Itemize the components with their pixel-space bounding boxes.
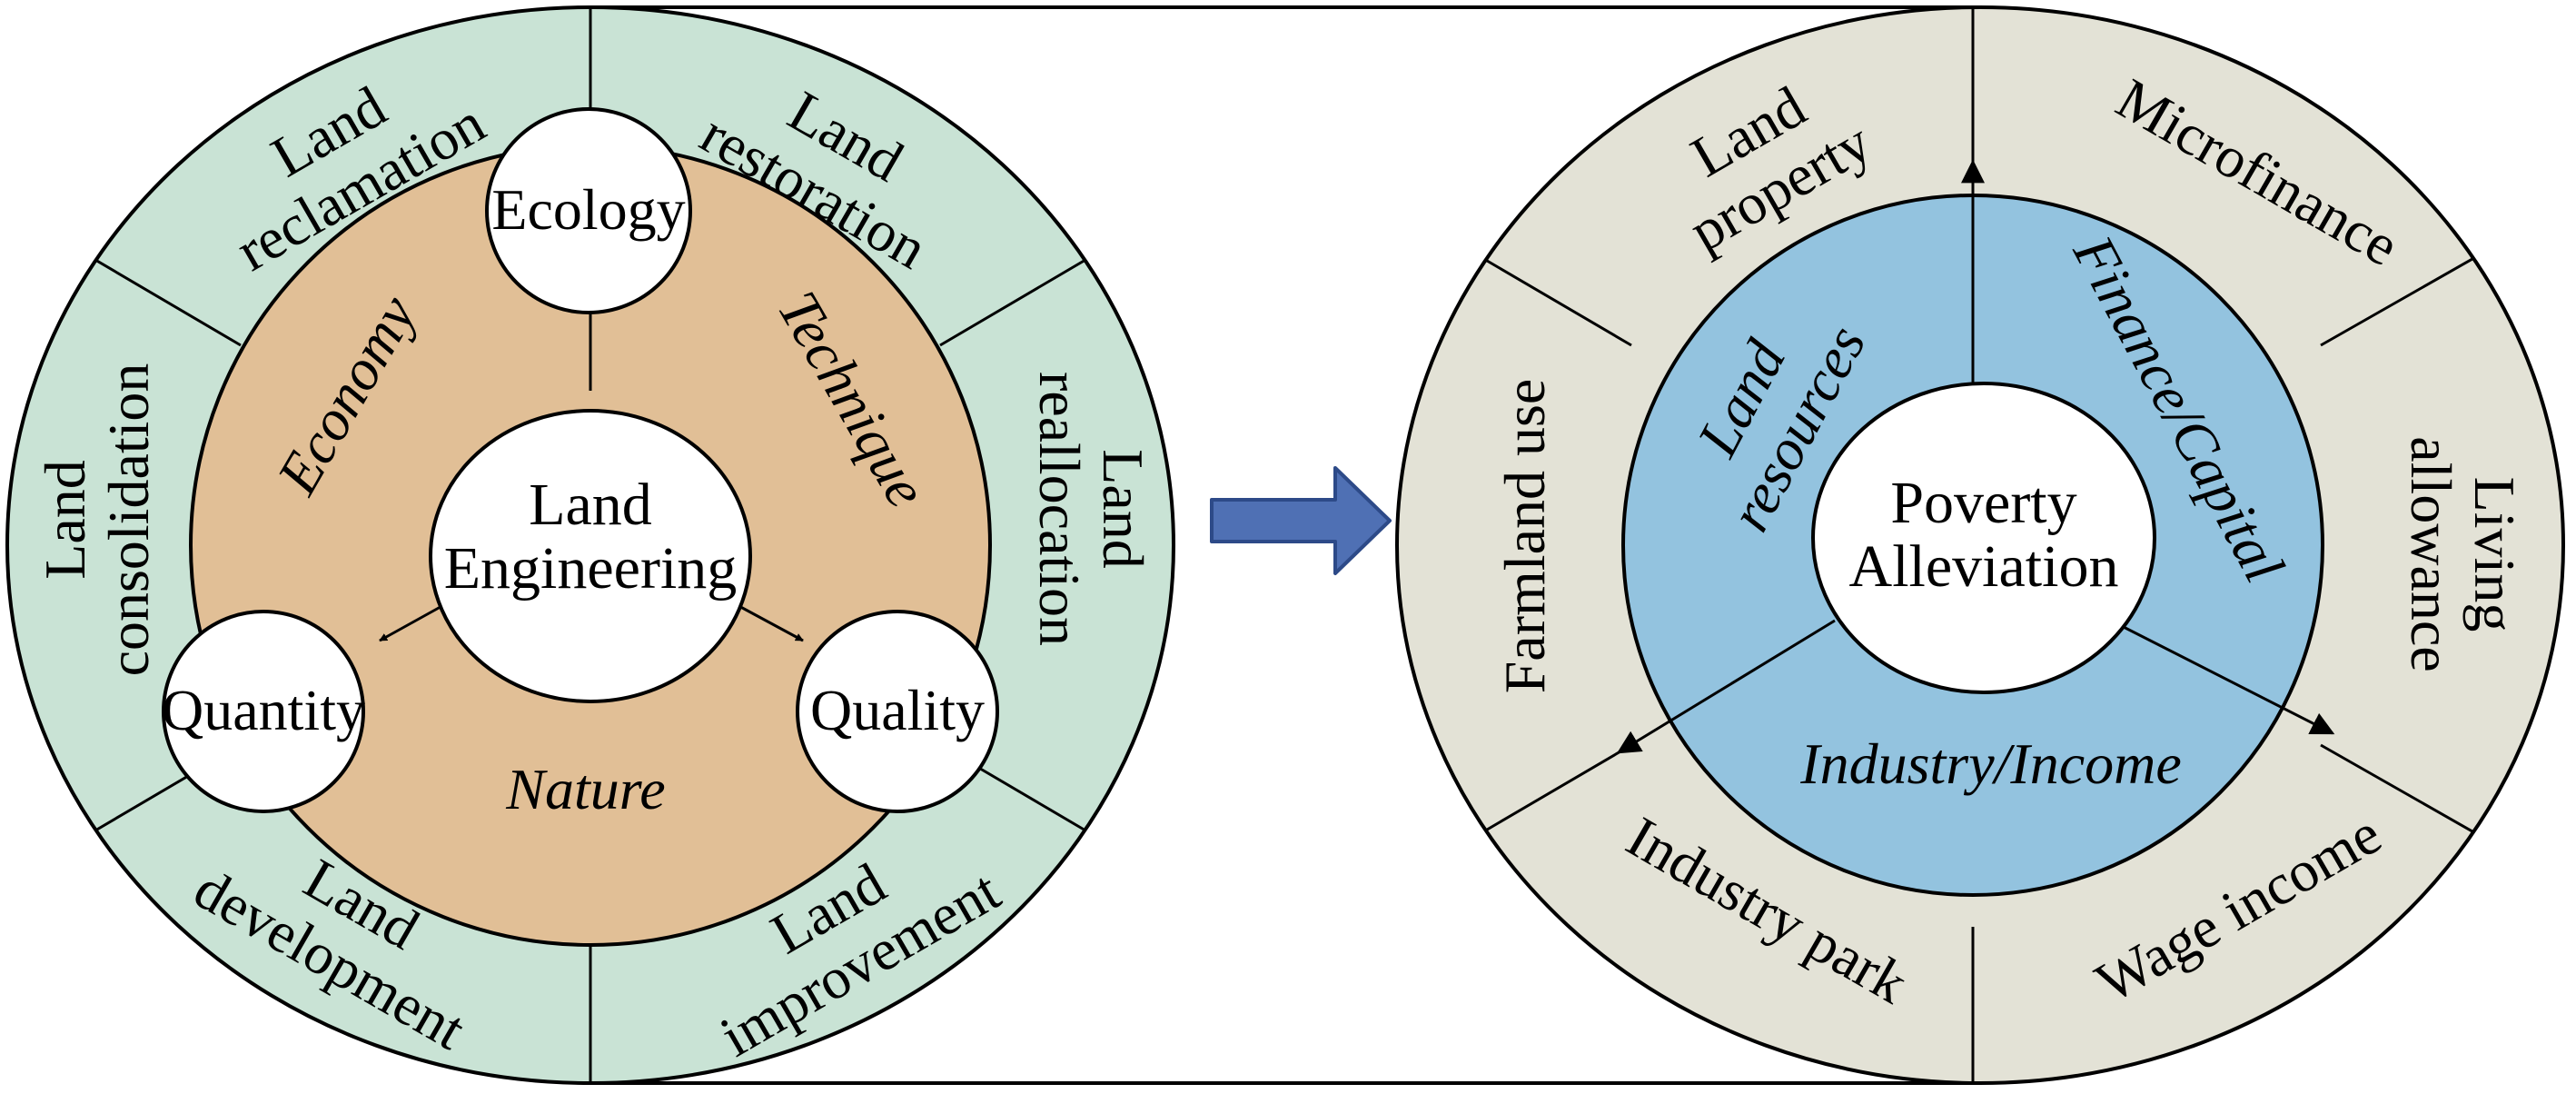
land-reallocation-label: Land reallocation bbox=[1027, 372, 1155, 646]
arrow-to-quantity bbox=[379, 602, 448, 642]
hub-label-line1: Poverty bbox=[1890, 470, 2076, 536]
right-divider-lower-right bbox=[2320, 743, 2563, 915]
svg-text:reallocation: reallocation bbox=[1027, 372, 1092, 646]
arrow-to-quality bbox=[733, 602, 804, 642]
left-divider-lower-right bbox=[939, 743, 1174, 915]
arrow-wage-living bbox=[2110, 619, 2335, 735]
hub-label-line2: Engineering bbox=[444, 535, 738, 602]
svg-text:Living: Living bbox=[2462, 477, 2527, 632]
quality-node bbox=[796, 610, 999, 813]
right-divider-upper-right bbox=[2320, 175, 2563, 347]
svg-text:Land: Land bbox=[33, 460, 97, 580]
ecology-label: Ecology bbox=[491, 177, 685, 242]
left-divider-upper-right bbox=[939, 175, 1174, 347]
land-consolidation-label: Land consolidation bbox=[33, 363, 161, 677]
nature-label: Nature bbox=[505, 757, 665, 821]
industry-income-label: Industry/Income bbox=[1799, 731, 2181, 796]
arrow-farmland-industry bbox=[1616, 619, 1836, 754]
poverty-alleviation-panel: Poverty Alleviation Land resources Finan… bbox=[1395, 5, 2565, 1085]
right-arrow-icon bbox=[1210, 466, 1392, 575]
hub-label-line1: Land bbox=[529, 472, 652, 538]
left-divider-upper-left bbox=[7, 175, 242, 347]
svg-text:consolidation: consolidation bbox=[96, 363, 161, 677]
farmland-use-label: Farmland use bbox=[1492, 379, 1557, 694]
right-divider-lower-left bbox=[1397, 743, 1632, 915]
quantity-node bbox=[162, 610, 365, 813]
right-divider-upper-left bbox=[1397, 175, 1632, 347]
quality-label: Quality bbox=[810, 678, 985, 742]
svg-text:Land: Land bbox=[1091, 449, 1155, 569]
quantity-label: Quantity bbox=[162, 678, 365, 742]
svg-text:allowance: allowance bbox=[2399, 436, 2463, 671]
living-allowance-label: Living allowance bbox=[2399, 436, 2527, 671]
poverty-alleviation-hub bbox=[1811, 382, 2156, 694]
ecology-node bbox=[485, 107, 692, 314]
land-engineering-hub bbox=[429, 409, 752, 703]
land-engineering-panel: Land Engineering Ecology Quantity Qualit… bbox=[5, 5, 1175, 1085]
hub-label-line2: Alleviation bbox=[1849, 533, 2119, 600]
